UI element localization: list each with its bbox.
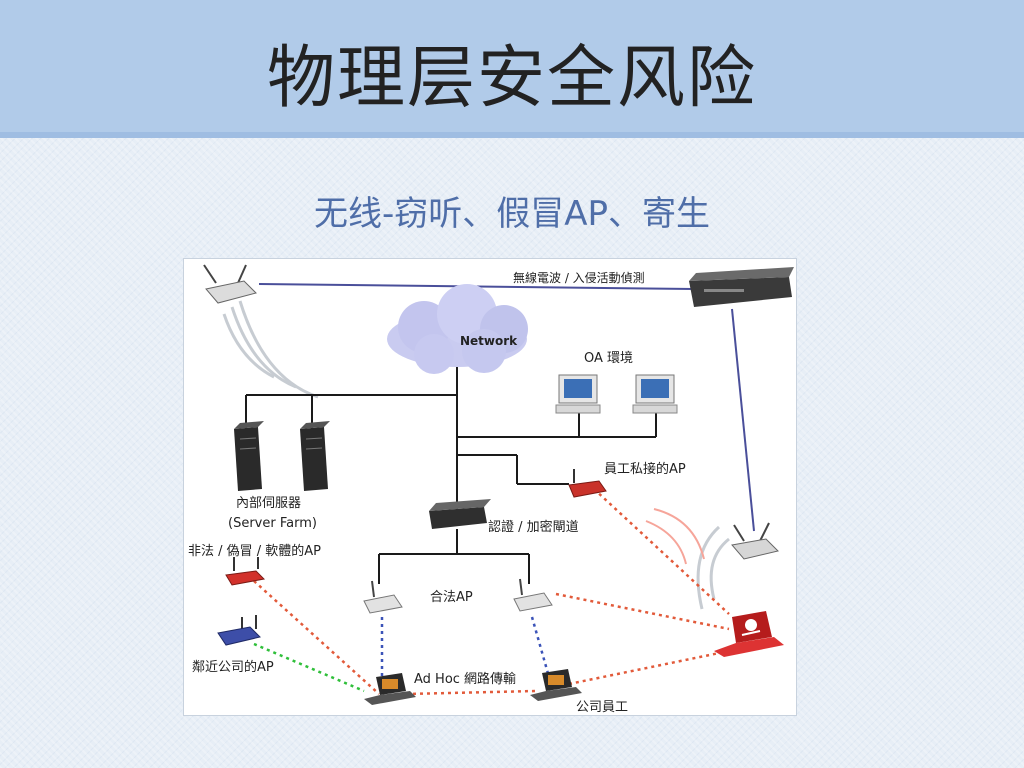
legit-ap-label: 合法AP — [430, 590, 473, 605]
adhoc-label: Ad Hoc 網路傳輸 — [414, 671, 516, 687]
neighbor-ap-icon — [217, 615, 261, 646]
attacker-laptop-icon — [714, 611, 784, 657]
red-dotted-links — [253, 488, 730, 696]
employee-ap-icon — [568, 469, 607, 498]
access-point-right — [731, 522, 779, 560]
slide-subtitle: 无线-窃听、假冒AP、寄生 — [313, 194, 711, 234]
oa-computer-icon — [555, 374, 601, 414]
wired-backbone — [245, 359, 657, 584]
wireless-wave-mid — [645, 508, 705, 565]
server-tower-icon — [234, 421, 264, 491]
network-diagram: 無線電波 / 入侵活動偵測 Network OA 環境 員工私接的AP 內部伺服… — [183, 258, 797, 716]
rogue-ap-label: 非法 / 偽冒 / 軟體的AP — [188, 543, 321, 559]
ids-label: 無線電波 / 入侵活動偵測 — [513, 270, 645, 285]
oa-label: OA 環境 — [584, 351, 633, 366]
oa-computer-icon — [632, 374, 678, 414]
access-point-topleft — [203, 264, 257, 304]
slide-title: 物理层安全风险 — [266, 39, 757, 118]
rogue-ap-icon — [225, 557, 266, 586]
employee-label: 公司員工 — [576, 700, 628, 715]
green-dotted-link — [253, 642, 365, 693]
server-tower-icon — [300, 421, 330, 491]
wireless-wave-right — [696, 525, 730, 610]
employee-laptop-icon — [364, 673, 416, 705]
network-label: Network — [460, 334, 518, 348]
wireless-wave-topleft — [222, 300, 319, 399]
title-band — [0, 0, 1024, 138]
server-farm-label: 內部伺服器 — [236, 496, 301, 511]
auth-gateway-label: 認證 / 加密閘道 — [488, 519, 579, 535]
neighbor-ap-label: 鄰近公司的AP — [192, 659, 274, 675]
server-farm-en-label: (Server Farm) — [228, 516, 317, 531]
ids-link-right — [731, 308, 755, 532]
network-cloud-icon — [387, 284, 528, 374]
legit-ap-icon — [363, 580, 403, 614]
legit-ap-icon — [513, 578, 553, 612]
ids-server-icon — [689, 267, 794, 307]
employee-laptop-icon — [530, 669, 582, 701]
blue-dotted-links — [380, 616, 551, 678]
auth-gateway-icon — [429, 499, 491, 529]
employee-ap-label: 員工私接的AP — [604, 461, 686, 477]
